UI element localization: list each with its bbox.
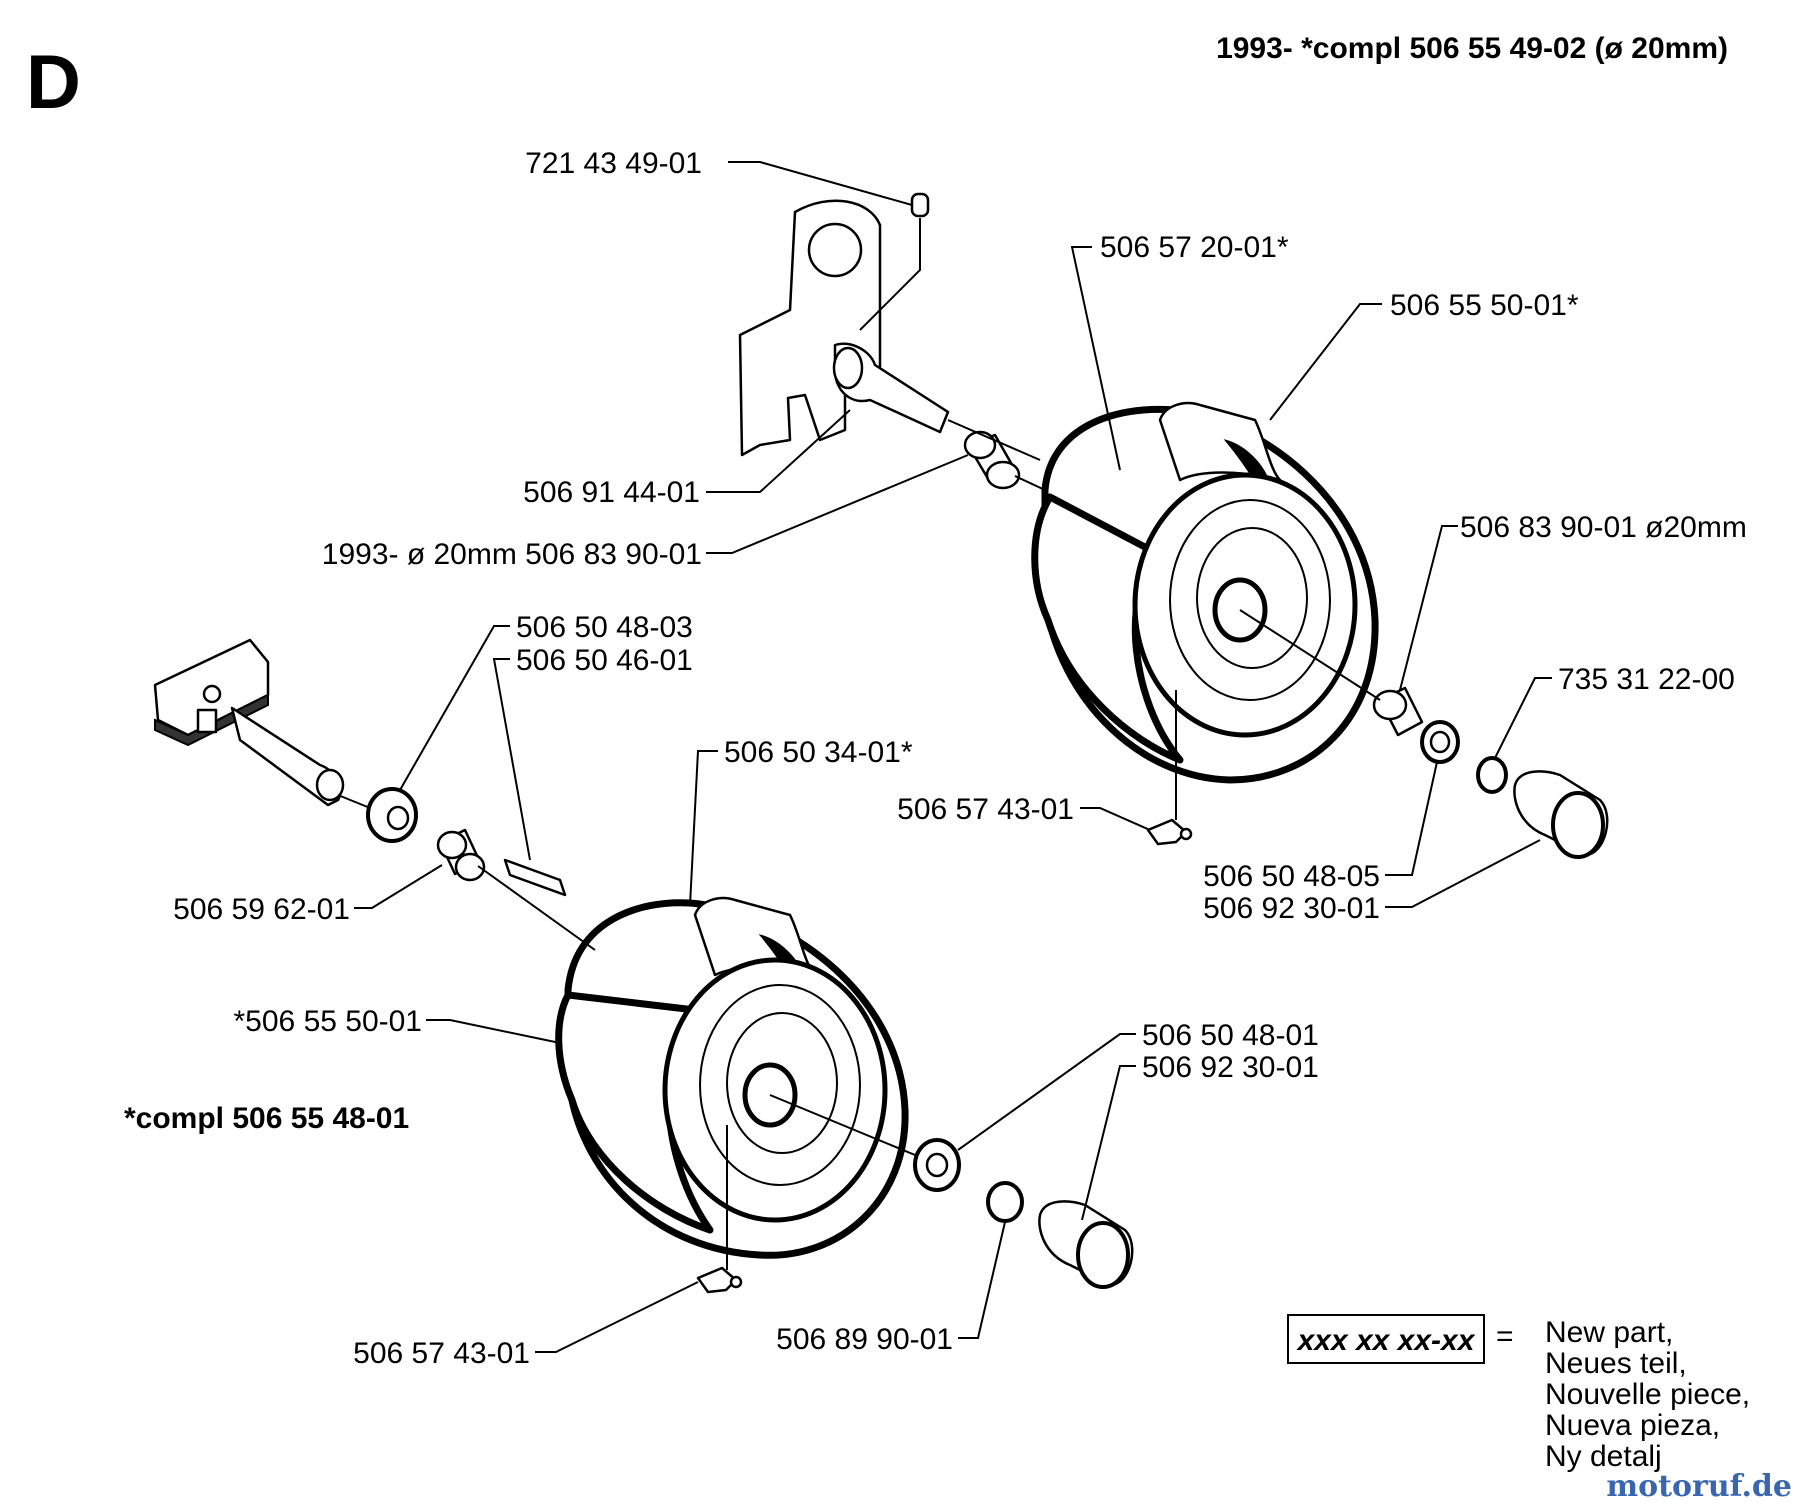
part-label: 506 57 43-01 [897,793,1074,826]
kit-note: *compl 506 55 48-01 [124,1102,409,1135]
legend-code: xxx xx xx-xx [1296,1324,1476,1357]
legend-equals: = [1496,1320,1514,1353]
part-label: 506 50 48-03 [516,611,693,644]
legend-line: Neues teil, [1545,1347,1687,1380]
legend-line: Nouvelle piece, [1545,1378,1750,1411]
part-label: 506 59 62-01 [173,893,350,926]
part-label: 506 55 50-01* [1390,289,1579,322]
legend-line: Ny detalj [1545,1440,1662,1473]
legend: xxx xx xx-xx = New part, Neues teil, Nou… [1287,1314,1750,1473]
lower-valve [696,1266,743,1294]
upper-hub-cap [1513,770,1609,859]
part-labels: 721 43 49-01 506 57 20-01* 506 55 50-01*… [173,147,1747,1370]
roll-pin [910,192,930,218]
part-label: *506 55 50-01 [234,1005,423,1038]
part-label: 1993- ø 20mm 506 83 90-01 [322,538,702,571]
part-label: 506 91 44-01 [523,476,700,509]
upper-washer [1420,720,1460,764]
part-label: 721 43 49-01 [525,147,702,180]
lower-wheel [555,896,909,1259]
upper-inner-bushing [963,430,1021,490]
bracket-hole [807,222,863,278]
lower-wheel-assembly [153,638,1134,1294]
legend-line: Nueva pieza, [1545,1409,1720,1442]
upper-lock-ring [1476,756,1508,794]
upper-outer-bearing [1372,686,1424,737]
lower-spacer-washer [366,787,418,843]
part-label: 506 92 30-01 [1142,1051,1319,1084]
part-label: 506 83 90-01 ø20mm [1460,511,1747,544]
legend-box [1287,1314,1485,1364]
lower-inner-bushing [436,828,486,882]
part-label: 506 57 43-01 [353,1337,530,1370]
part-label: 506 57 20-01* [1100,231,1289,264]
part-label: 506 50 46-01 [516,644,693,677]
header-note: 1993- *compl 506 55 49-02 (ø 20mm) [1216,32,1728,65]
part-label: 506 89 90-01 [776,1323,953,1356]
watermark: motoruf.de [1606,1469,1792,1504]
upper-wheel-assembly [738,192,1609,859]
section-letter: D [26,40,81,125]
part-label: 506 50 34-01* [724,736,913,769]
part-label: 506 50 48-01 [1142,1019,1319,1052]
leader-lines [354,161,1552,1353]
lower-hub-cap [1038,1200,1134,1289]
part-label: 735 31 22-00 [1558,663,1735,696]
legend-line: New part, [1545,1316,1673,1349]
part-label: 506 50 48-05 [1203,860,1380,893]
axle-key [503,858,567,897]
lower-washer [913,1138,961,1192]
lower-lock-ring [986,1181,1024,1223]
upper-stub-axle [833,342,950,434]
upper-valve [1146,818,1193,846]
part-label: 506 92 30-01 [1203,892,1380,925]
axle-clamp [153,638,270,747]
upper-wheel [1031,401,1379,784]
